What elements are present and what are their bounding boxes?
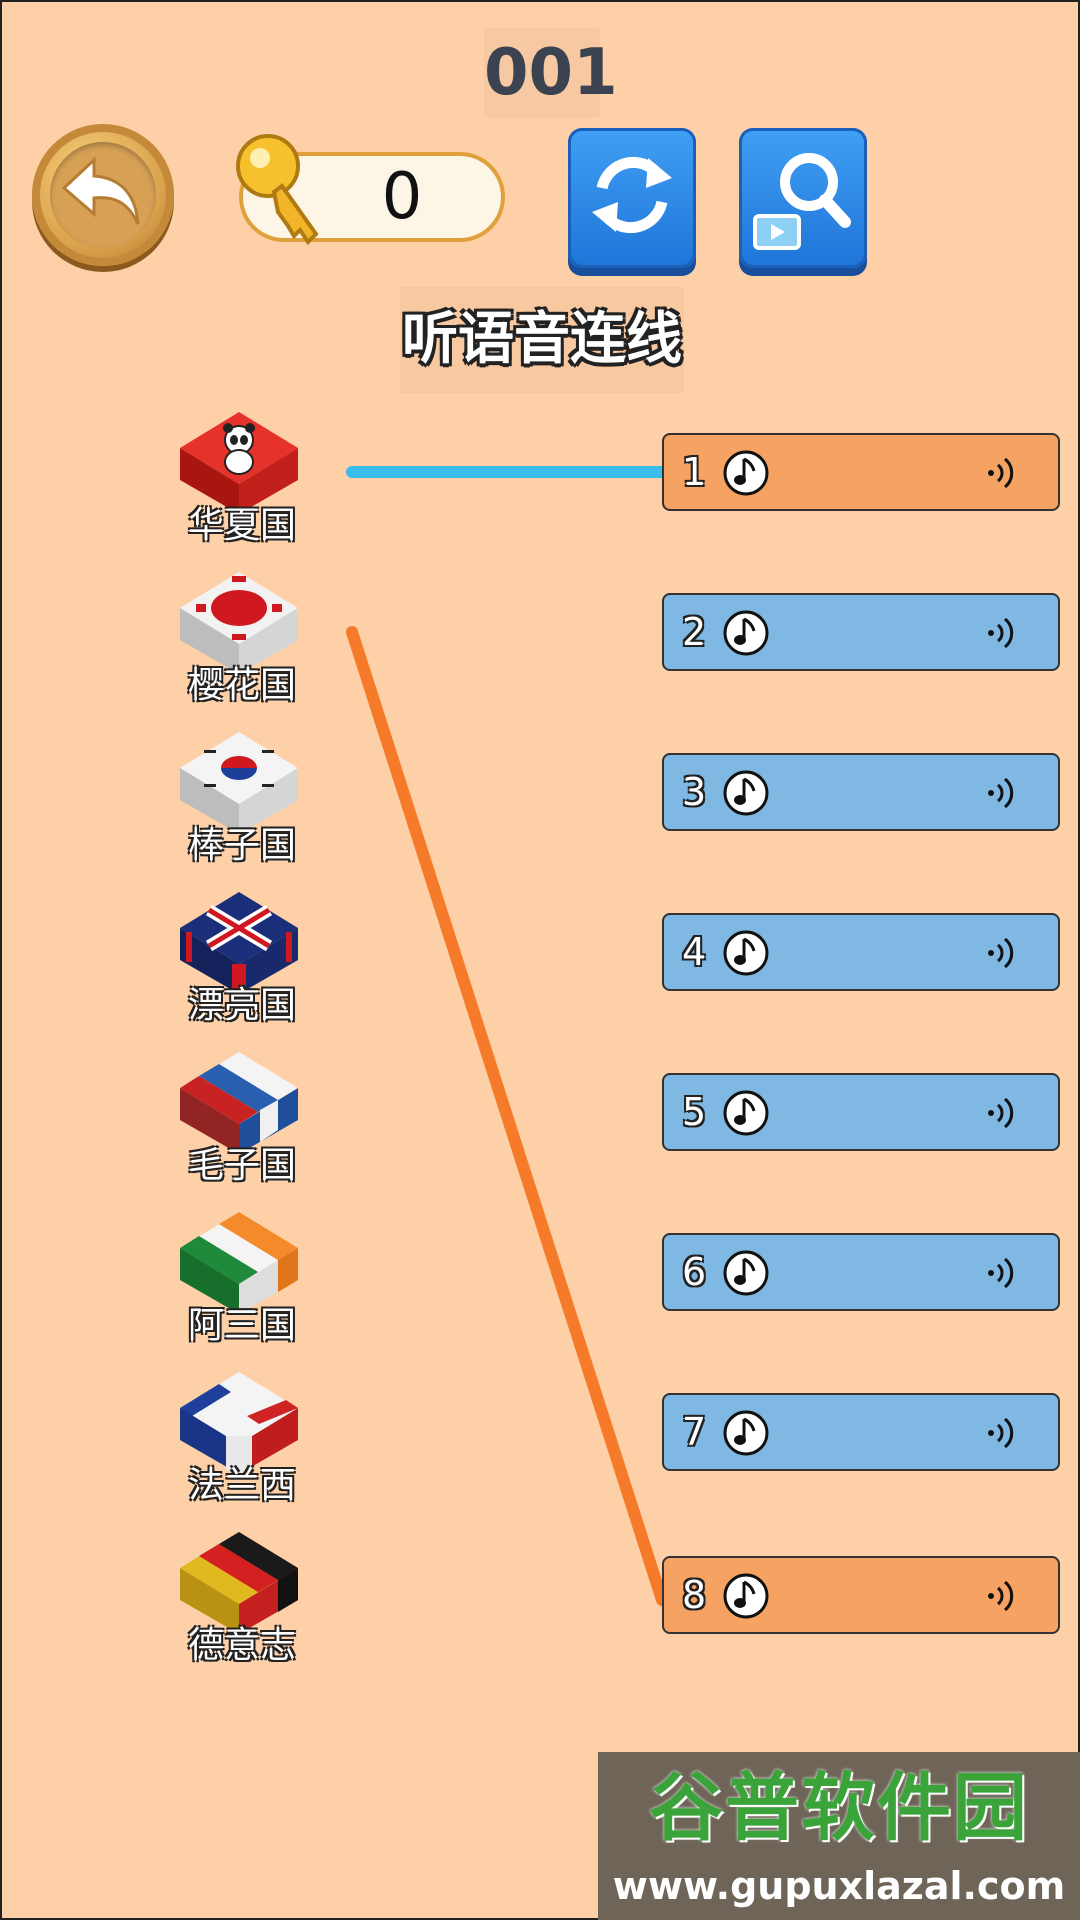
audio-clip-button[interactable]: 1 [662,433,1060,511]
sound-wave-icon [988,1097,1014,1129]
country-name: 樱花国 [187,665,296,706]
country-name: 阿三国 [187,1305,296,1346]
audio-clip-button[interactable]: 5 [662,1073,1060,1151]
audio-clip-button[interactable]: 8 [662,1556,1060,1634]
clip-number: 2 [682,610,707,654]
music-note-icon [723,1250,769,1296]
title-background [400,287,684,393]
key-count: 0 [381,160,423,234]
clip-number: 3 [682,770,707,814]
country-name: 华夏国 [187,505,296,546]
clip-number: 5 [682,1090,707,1134]
country-name: 德意志 [187,1625,296,1666]
music-note-icon [723,610,769,656]
country-item[interactable]: 棒子国 [162,730,322,880]
refresh-icon [592,156,672,234]
music-note-icon [723,770,769,816]
clip-number: 6 [682,1250,707,1294]
country-item[interactable]: 法兰西 [162,1370,322,1520]
search-icon [753,153,851,250]
country-name: 毛子国 [187,1145,296,1186]
sound-wave-icon [988,937,1014,969]
country-item[interactable]: 樱花国 [162,570,322,720]
music-note-icon [723,1090,769,1136]
instruction-title: 听语音连线 [402,307,682,372]
sound-wave-icon [988,1257,1014,1289]
russia-flag-icon [180,1052,298,1154]
music-note-icon [723,930,769,976]
audio-clip-button[interactable]: 6 [662,1233,1060,1311]
sound-wave-icon [988,1580,1014,1612]
clip-number: 1 [682,450,707,494]
clip-number: 7 [682,1410,707,1454]
back-arrow-icon [61,156,140,225]
india-flag-icon [180,1212,298,1314]
level-number: 001 [484,28,618,118]
music-note-icon [723,450,769,496]
country-item[interactable]: 华夏国 [162,410,322,560]
watermark-url: www.gupuxlazal.com [612,1864,1066,1908]
clip-number: 8 [682,1573,707,1617]
watermark: 谷普软件园 www.gupuxlazal.com [598,1752,1080,1920]
watermark-brand: 谷普软件园 [649,1765,1029,1851]
audio-clip-button[interactable]: 2 [662,593,1060,671]
japan-flag-icon [180,572,298,674]
audio-clip-button[interactable]: 7 [662,1393,1060,1471]
sound-wave-icon [988,1417,1014,1449]
music-note-icon [723,1573,769,1619]
korea-flag-icon [180,732,298,834]
key-icon [236,134,319,246]
country-item[interactable]: 德意志 [162,1530,322,1680]
country-item[interactable]: 毛子国 [162,1050,322,1200]
germany-flag-icon [180,1532,298,1634]
country-name: 棒子国 [187,825,296,866]
country-item[interactable]: 阿三国 [162,1210,322,1360]
clip-number: 4 [682,930,707,974]
restart-button[interactable] [568,128,696,268]
sound-wave-icon [988,777,1014,809]
audio-clip-button[interactable]: 4 [662,913,1060,991]
connection-line-2 [346,626,668,1606]
country-name: 法兰西 [187,1465,296,1506]
audio-clip-button[interactable]: 3 [662,753,1060,831]
country-item[interactable]: 漂亮国 [162,890,322,1040]
back-button[interactable] [32,124,174,266]
sound-wave-icon [988,457,1014,489]
france-flag-icon [180,1372,298,1474]
music-note-icon [723,1410,769,1456]
hint-video-button[interactable] [739,128,867,268]
panda-flag-icon [180,412,298,514]
country-name: 漂亮国 [187,985,296,1026]
uk-flag-icon [180,892,298,994]
sound-wave-icon [988,617,1014,649]
